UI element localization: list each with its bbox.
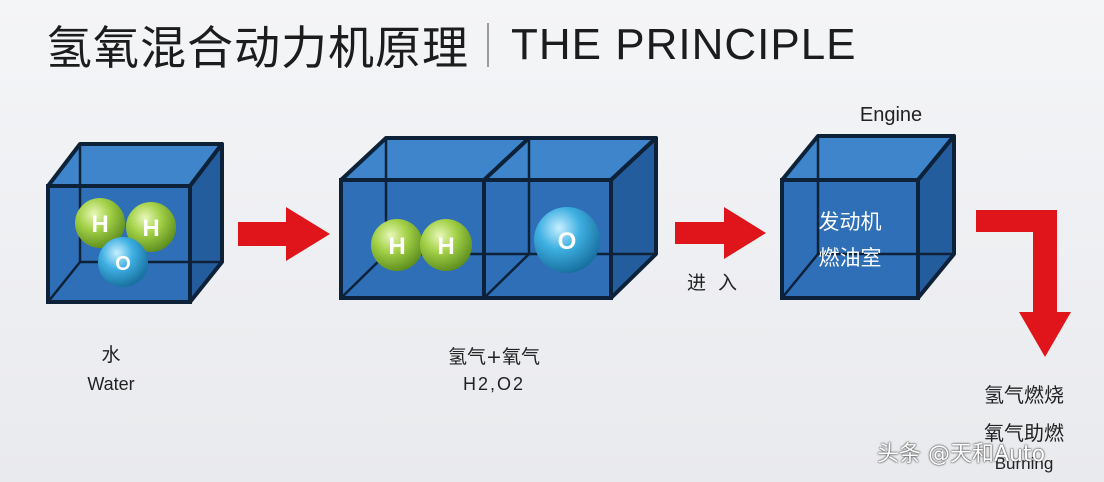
title-chinese: 氢氧混合动力机原理	[46, 21, 469, 75]
hydrogen-molecule: H H	[371, 219, 472, 271]
svg-text:H: H	[142, 215, 159, 242]
svg-text:H: H	[437, 233, 454, 260]
separation-cube	[339, 136, 658, 300]
result-line-1: 氢气燃烧	[984, 383, 1064, 407]
arrow-label: 进 入	[687, 272, 737, 294]
engine-label: Engine	[860, 104, 922, 126]
water-label-en: Water	[87, 374, 135, 394]
svg-text:O: O	[115, 253, 131, 275]
hydrogen-atom: H	[75, 198, 125, 248]
engine-text-line1: 发动机	[819, 210, 882, 234]
hydrogen-atom: H	[126, 202, 176, 252]
engine-cube	[780, 134, 956, 300]
water-molecule: H H O	[75, 198, 176, 287]
page-title: 氢氧混合动力机原理 THE PRINCIPLE	[46, 14, 857, 76]
svg-text:H: H	[91, 211, 108, 238]
result-line-3: Burning	[994, 454, 1054, 473]
hydrogen-atom: H	[420, 219, 472, 271]
oxygen-atom: O	[534, 207, 600, 273]
watermark: 头条 @天和Auto	[877, 442, 1046, 467]
red-arrow-right	[238, 207, 330, 261]
gas-label-zh: 氢气+氧气	[448, 346, 540, 368]
oxygen-atom: O	[98, 237, 148, 287]
engine-text-line2: 燃油室	[819, 246, 882, 270]
red-arrow-down-bent	[976, 210, 1071, 357]
title-english: THE PRINCIPLE	[511, 20, 857, 69]
water-label-zh: 水	[101, 344, 121, 366]
title-divider	[487, 23, 489, 67]
svg-text:O: O	[558, 228, 577, 255]
hydrogen-atom: H	[371, 219, 423, 271]
red-arrow-right	[675, 207, 766, 259]
gas-label-en: H2,O2	[462, 374, 526, 394]
result-line-2: 氧气助燃	[984, 421, 1064, 445]
svg-text:H: H	[388, 233, 405, 260]
